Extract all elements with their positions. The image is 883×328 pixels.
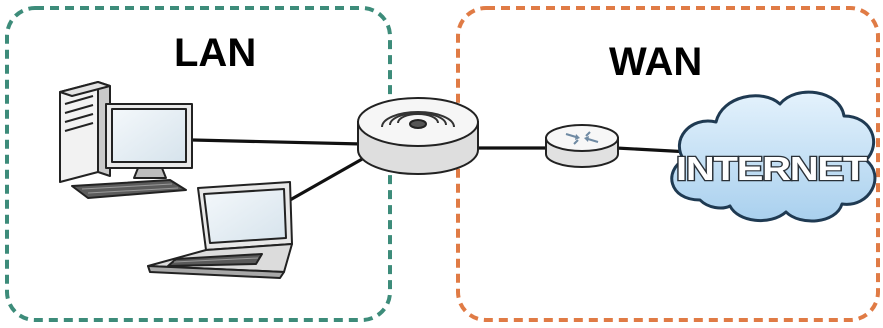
laptop-icon bbox=[147, 181, 293, 279]
desktop-computer-icon bbox=[59, 81, 193, 199]
lan-zone-label: LAN bbox=[174, 31, 256, 75]
wan-zone-border bbox=[456, 6, 880, 322]
desktop-to-access-point-line bbox=[192, 138, 363, 146]
wireless-access-point-icon bbox=[357, 97, 479, 175]
laptop-to-access-point-line bbox=[289, 156, 365, 202]
connection-lines bbox=[192, 138, 691, 202]
router-to-cloud-line bbox=[615, 146, 691, 154]
internet-cloud-icon: INTERNET bbox=[670, 90, 877, 223]
internet-cloud-label: INTERNET bbox=[676, 150, 867, 187]
wan-zone-label: WAN bbox=[609, 40, 702, 84]
router-icon bbox=[545, 124, 619, 168]
